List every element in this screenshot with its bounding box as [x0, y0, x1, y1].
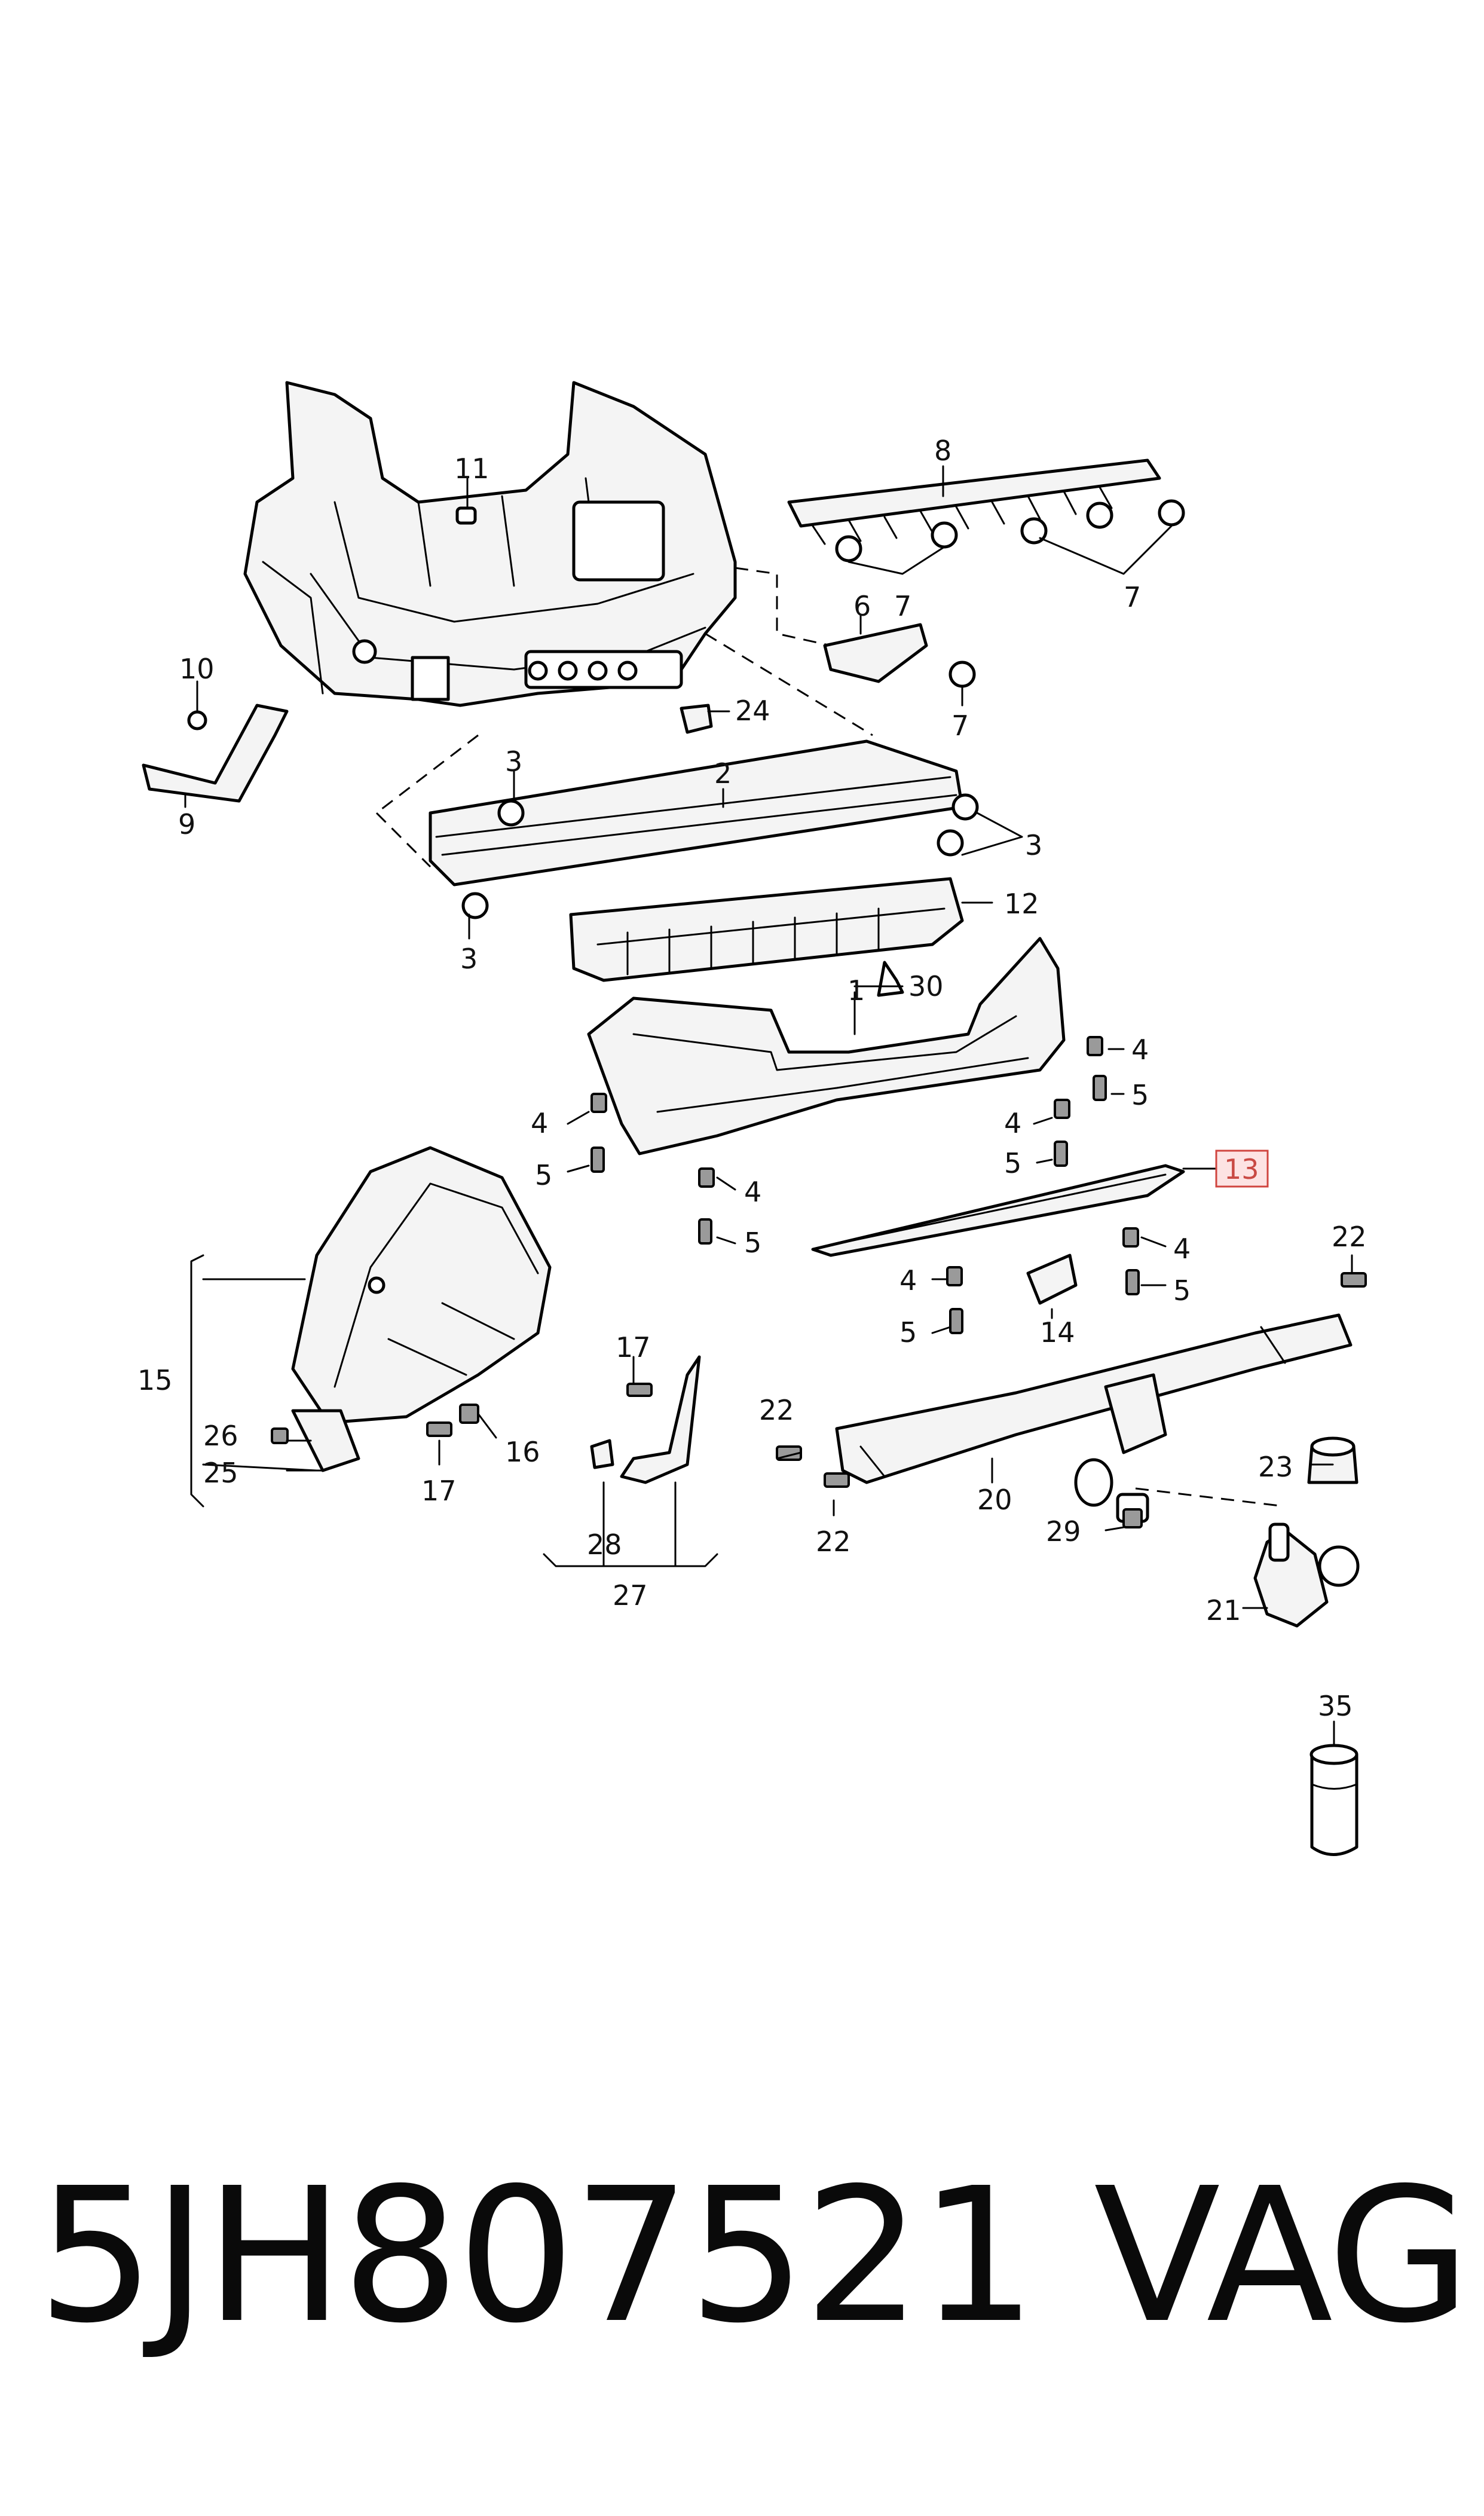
callout-26: 26: [203, 1420, 238, 1452]
callout-4: 4: [1004, 1107, 1021, 1139]
callout-4: 4: [744, 1176, 761, 1208]
callout-24: 24: [735, 695, 770, 727]
callout-5: 5: [744, 1227, 761, 1259]
part-24-clip: [680, 704, 713, 734]
callout-17: 17: [421, 1475, 457, 1507]
leader-lines: [375, 567, 1286, 1508]
highlight-box: [1215, 1150, 1269, 1188]
part-23-cap: [1307, 1436, 1358, 1484]
callout-6: 6: [853, 590, 871, 622]
part-14-cap: [1026, 1254, 1078, 1305]
callout-1: 1: [847, 974, 865, 1007]
part-2-reinforcement-beam: [429, 739, 979, 919]
callout-2: 2: [714, 757, 732, 790]
callout-29: 29: [1046, 1515, 1081, 1548]
part-27-mud-flap: [543, 1355, 718, 1567]
callout-28: 28: [587, 1528, 622, 1561]
part-number: 5JH807521: [37, 2148, 1037, 2364]
callout-3: 3: [1025, 829, 1042, 861]
callout-20: 20: [977, 1484, 1012, 1516]
part-6-bracket: [823, 623, 976, 688]
callout-7: 7: [951, 710, 969, 742]
callout-5: 5: [899, 1316, 917, 1349]
callout-5: 5: [1131, 1079, 1149, 1111]
callout-7: 7: [894, 590, 911, 622]
callout-21: 21: [1206, 1594, 1241, 1627]
part-35-can: [1309, 1744, 1358, 1856]
callout-4: 4: [531, 1107, 548, 1139]
callout-7: 7: [1124, 581, 1141, 613]
rear-body-shell: [243, 381, 737, 707]
callout-3: 3: [460, 943, 478, 975]
callout-22: 22: [816, 1526, 851, 1558]
callout-8: 8: [934, 435, 951, 467]
part-8-bracket-rail: [787, 458, 1185, 562]
callout-15: 15: [137, 1364, 173, 1396]
callout-4: 4: [899, 1264, 917, 1297]
callout-25: 25: [203, 1457, 238, 1489]
part-9-bracket: [142, 704, 289, 803]
callout-14: 14: [1040, 1316, 1075, 1349]
callout-13: 13: [1224, 1153, 1259, 1185]
callout-22: 22: [1332, 1221, 1367, 1253]
part-21-tow-hook: [1253, 1523, 1360, 1628]
callout-13-highlight: 13: [1215, 1150, 1269, 1188]
callout-16: 16: [505, 1436, 540, 1468]
part-13-trim-strip: [811, 1164, 1185, 1257]
callout-35: 35: [1318, 1690, 1353, 1722]
callout-3: 3: [505, 745, 522, 778]
part-20-towbar: [835, 1313, 1353, 1523]
callout-27: 27: [613, 1579, 648, 1612]
callout-11: 11: [454, 453, 489, 485]
callout-leaders: [184, 465, 1353, 1747]
callout-labels: 11 8 7 7 6 7 24 10 9 3 2 3 3 12 30 1 4 5…: [137, 435, 1367, 1722]
callout-12: 12: [1004, 888, 1039, 920]
callout-23: 23: [1258, 1451, 1293, 1483]
callout-30: 30: [908, 970, 944, 1002]
callout-9: 9: [178, 808, 195, 840]
callout-4: 4: [1131, 1034, 1149, 1066]
part-12-energy-absorber: [569, 877, 964, 982]
callout-17: 17: [616, 1331, 651, 1364]
callout-10: 10: [179, 653, 215, 685]
callout-5: 5: [535, 1159, 552, 1191]
fasteners: [271, 1036, 1367, 1528]
part-11-clip: [455, 506, 477, 525]
part-15-wheel-housing-liner: [190, 1146, 552, 1508]
callout-22: 22: [759, 1394, 794, 1426]
brand-name: VAG: [1094, 2148, 1471, 2364]
callout-4: 4: [1173, 1233, 1191, 1265]
callout-5: 5: [1004, 1147, 1021, 1179]
callout-5: 5: [1173, 1274, 1191, 1307]
